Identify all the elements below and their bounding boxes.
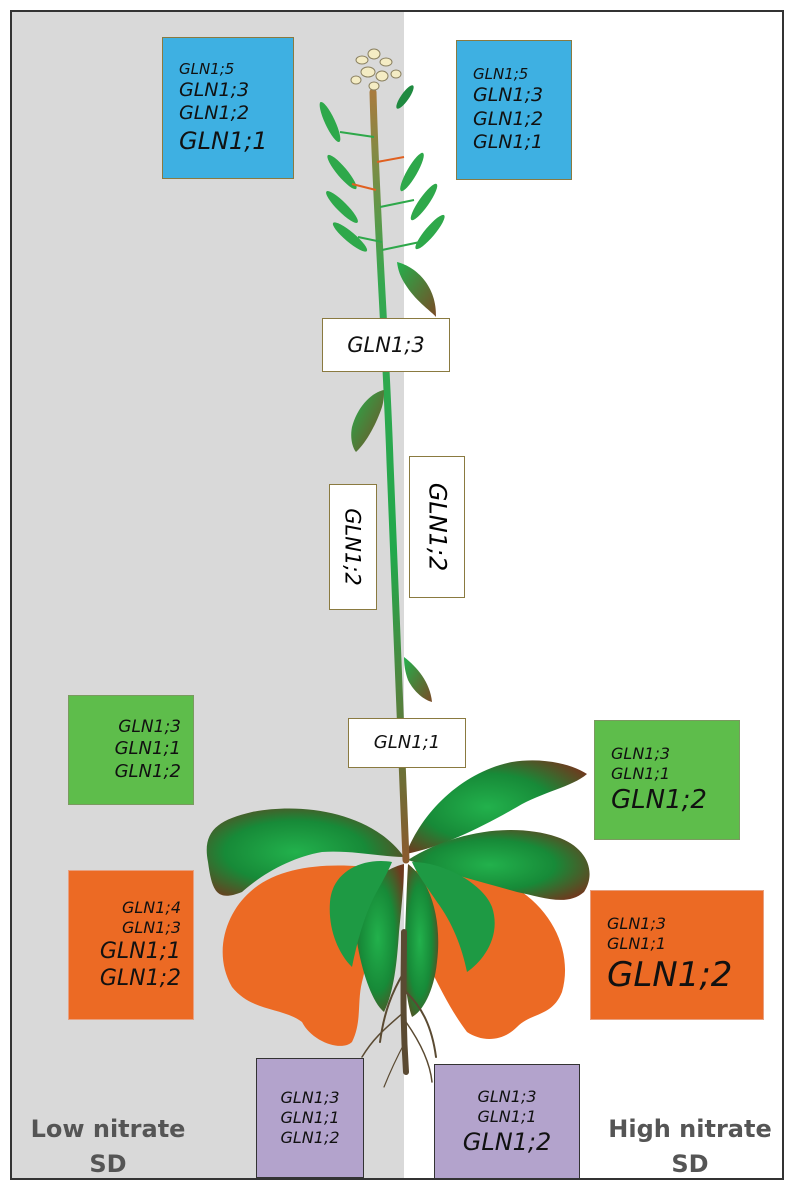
rosette-green-box-high-nitrate: GLN1;3 GLN1;1 GLN1;2 [594, 720, 740, 840]
gene-label: GLN1;3 [121, 917, 181, 937]
stem-base-box: GLN1;1 [348, 718, 466, 768]
gene-label: GLN1;3 [473, 83, 544, 106]
gene-label: GLN1;2 [341, 508, 366, 586]
senescent-leaf-box-low-nitrate: GLN1;4 GLN1;3 GLN1;1 GLN1;2 [68, 870, 194, 1020]
gene-label: GLN1;3 [347, 332, 425, 357]
diagram-frame: GLN1;5 GLN1;3 GLN1;2 GLN1;1 GLN1;5 GLN1;… [10, 10, 784, 1180]
gene-label: GLN1;3 [280, 1088, 340, 1107]
gene-label: GLN1;1 [473, 131, 544, 154]
gene-label: GLN1;2 [607, 954, 733, 995]
flower-box-low-nitrate: GLN1;5 GLN1;3 GLN1;2 GLN1;1 [162, 37, 294, 179]
condition-line: Low nitrate [30, 1115, 186, 1143]
gene-label: GLN1;2 [611, 784, 707, 815]
gene-label: GLN1;3 [611, 743, 671, 763]
gene-label: GLN1;5 [473, 65, 529, 83]
flower-cluster [350, 48, 402, 91]
rosette-green-box-low-nitrate: GLN1;3 GLN1;1 GLN1;2 [68, 695, 194, 805]
condition-line: SD [671, 1149, 709, 1178]
flower-box-high-nitrate: GLN1;5 GLN1;3 GLN1;2 GLN1;1 [456, 40, 572, 180]
root-box-low-nitrate: GLN1;3 GLN1;1 GLN1;2 [256, 1058, 364, 1178]
gene-label: GLN1;1 [611, 763, 671, 783]
gene-label: GLN1;2 [179, 102, 250, 125]
gene-label: GLN1;2 [423, 482, 452, 572]
root-box-high-nitrate: GLN1;3 GLN1;1 GLN1;2 [434, 1064, 580, 1178]
gene-label: GLN1;2 [280, 1128, 340, 1147]
siliques [319, 85, 445, 252]
stem-mid-left-box: GLN1;2 [329, 484, 377, 610]
gene-label: GLN1;3 [118, 716, 181, 737]
gene-label: GLN1;1 [99, 938, 181, 964]
gene-label: GLN1;1 [179, 127, 268, 156]
stem-upper-box: GLN1;3 [322, 318, 450, 372]
gene-label: GLN1;4 [121, 897, 181, 917]
gene-label: GLN1;3 [477, 1087, 537, 1106]
gene-label: GLN1;3 [607, 913, 667, 933]
gene-label: GLN1;2 [99, 966, 181, 991]
condition-line: SD [89, 1149, 127, 1178]
gene-label: GLN1;1 [373, 731, 441, 753]
main-stem [369, 88, 410, 864]
gene-label: GLN1;1 [477, 1107, 537, 1126]
gene-label: GLN1;3 [179, 78, 250, 101]
gene-label: GLN1;1 [280, 1108, 340, 1127]
arabidopsis-plant-illustration [206, 48, 590, 1088]
gene-label: GLN1;2 [114, 760, 181, 782]
gene-label: GLN1;5 [179, 59, 235, 78]
root-system [361, 929, 437, 1088]
condition-label-high-nitrate: High nitrate SD [602, 1112, 778, 1178]
rosette-leaves [206, 760, 590, 1017]
gene-label: GLN1;1 [114, 738, 181, 760]
senescent-leaf-box-high-nitrate: GLN1;3 GLN1;1 GLN1;2 [590, 890, 764, 1020]
condition-label-low-nitrate: Low nitrate SD [24, 1112, 192, 1178]
gene-label: GLN1;2 [473, 107, 544, 130]
gene-label: GLN1;2 [462, 1128, 552, 1156]
stem-mid-right-box: GLN1;2 [409, 456, 465, 598]
condition-line: High nitrate [608, 1115, 772, 1143]
cauline-leaves [351, 262, 437, 702]
gene-label: GLN1;1 [607, 933, 667, 953]
